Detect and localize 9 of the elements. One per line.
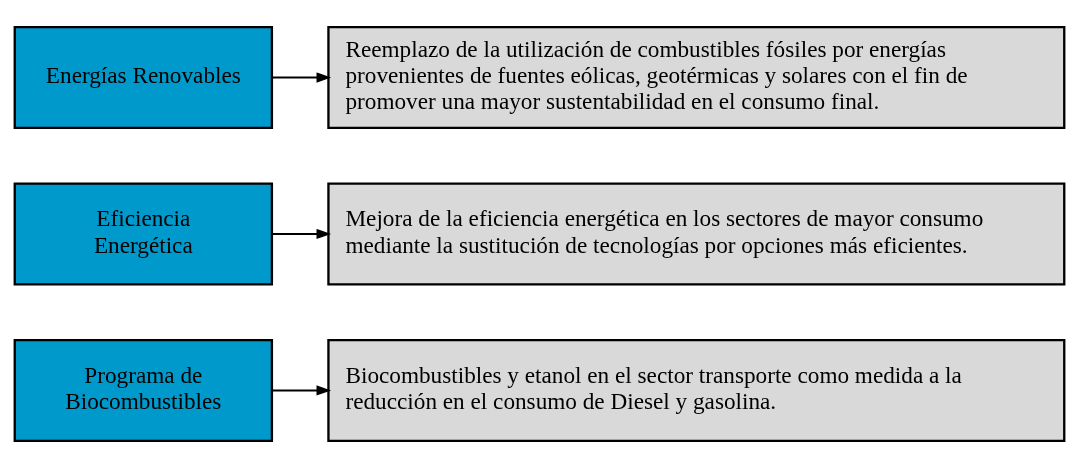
node-box: Energías Renovables: [13, 26, 274, 130]
arrow: [271, 385, 332, 396]
node-box: Programa de Biocombustibles: [13, 338, 274, 442]
node-box: Reemplazo de la utilización de combustibles fósiles por energías provenientes de fuentes eólicas, geotérmicas y solares con el fin de promover una mayor sustentabilidad en el consumo final.: [327, 26, 1066, 130]
node-box: Mejora de la eficiencia energética en los sectores de mayor consumo mediante la sustitución de tecnologías por opciones más eficientes.: [327, 182, 1066, 286]
arrow: [271, 72, 332, 83]
node-box: Biocombustibles y etanol en el sector transporte como medida a la reducción en el consumo de Diesel y gasolina.: [327, 338, 1066, 442]
arrow: [271, 228, 332, 240]
node-box: Eficiencia Energética: [13, 182, 274, 286]
